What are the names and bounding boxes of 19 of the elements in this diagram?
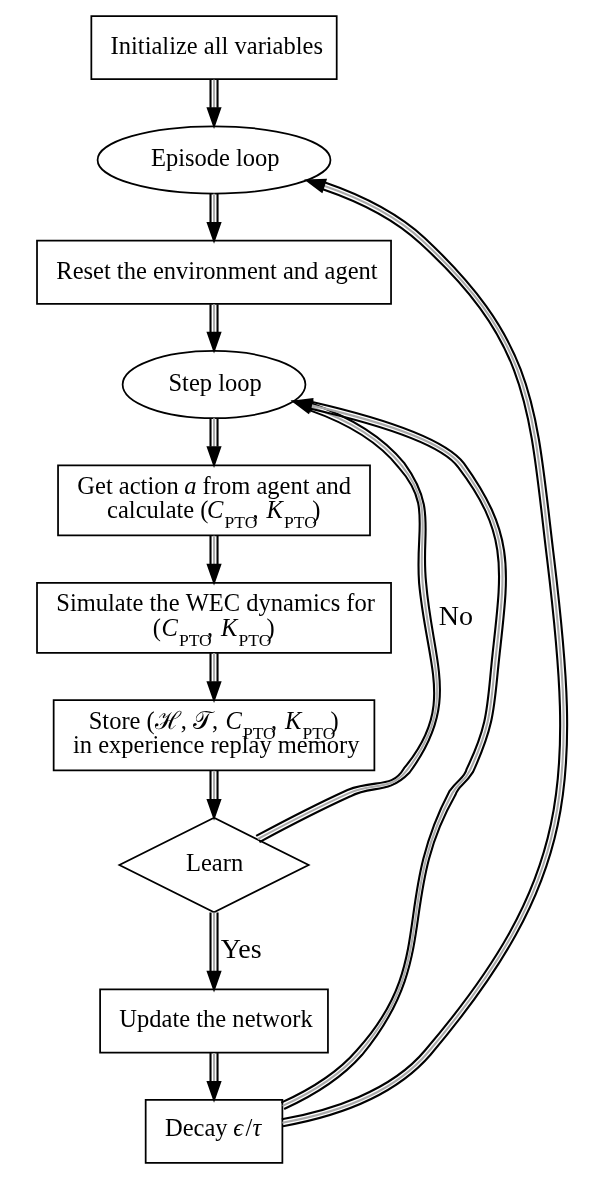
arrow xyxy=(205,770,222,821)
edge-label: No xyxy=(438,599,473,631)
arrow xyxy=(205,193,222,244)
arrow xyxy=(205,1053,222,1103)
node-box: Reset the environment and agent xyxy=(35,239,392,305)
node-diamond: Learn xyxy=(116,816,311,914)
arrow xyxy=(205,912,222,993)
arrow xyxy=(281,178,568,1128)
arrow xyxy=(205,304,222,354)
node-ellipse: Step loop xyxy=(121,350,306,420)
arrow xyxy=(205,418,222,468)
arrow xyxy=(205,79,222,129)
node-box: Get action a from agent and calculate (C$_{PTO}$, K$_{PTO}$) xyxy=(56,464,371,537)
node-box: Decay ϵ/τ xyxy=(144,1098,283,1164)
node-box: Initialize all variables xyxy=(89,15,338,81)
arrow xyxy=(205,535,222,586)
node-box: Update the network xyxy=(98,988,329,1054)
edge-label: Yes xyxy=(220,932,262,964)
arrow xyxy=(205,653,222,703)
